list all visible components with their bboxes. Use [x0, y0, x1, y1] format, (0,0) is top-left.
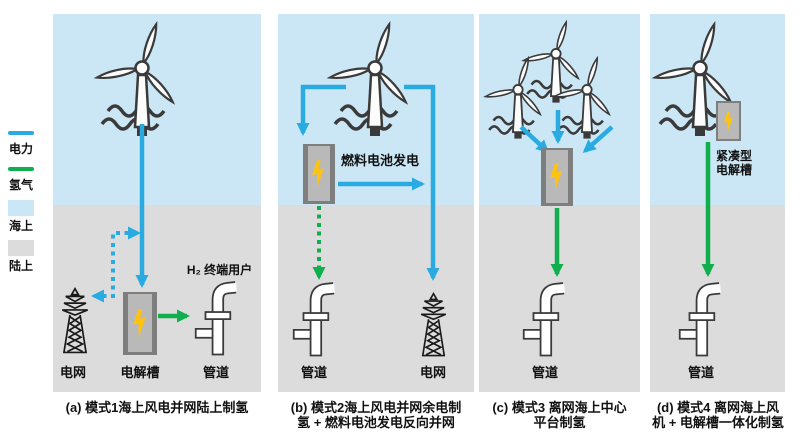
lightning-icon — [549, 163, 565, 190]
pipeline-icon-c — [514, 281, 576, 361]
legend-hydrogen-label: 氢气 — [8, 178, 33, 192]
panel-a-background — [53, 14, 261, 392]
fuel-cell-label-b: 燃料电池发电 — [341, 153, 420, 168]
grid-tower-icon-a — [61, 287, 89, 354]
lightning-icon — [131, 309, 149, 337]
electrolyzer-label-a: 电解槽 — [120, 365, 160, 380]
lightning-icon — [311, 160, 327, 187]
pipeline-label-b: 管道 — [300, 365, 327, 380]
grid-tower-icon-b — [420, 292, 447, 357]
wind-turbine-icon — [325, 16, 425, 138]
wind-turbine-icon — [92, 16, 192, 138]
grid-label-a: 电网 — [59, 365, 86, 380]
compact-electrolyzer-icon-d — [716, 101, 741, 141]
panel-d-land — [650, 205, 785, 392]
electrolyzer-icon-b — [303, 144, 335, 204]
pipeline-icon-b — [284, 281, 346, 361]
h2-end-users-label-a: H₂ 终端用户 — [186, 263, 253, 277]
caption-panel-a: (a) 模式1海上风电并网陆上制氢 — [65, 400, 249, 415]
electrolyzer-icon-a — [123, 292, 157, 355]
legend-offshore-label: 海上 — [8, 219, 33, 233]
pipeline-icon-d — [670, 281, 732, 361]
compact-electrolyzer-label-d: 紧凑型 电解槽 — [716, 149, 753, 177]
caption-panel-b: (b) 模式2海上风电并网余电制 氢 + 燃料电池发电反向并网 — [290, 400, 462, 430]
lightning-icon — [722, 110, 735, 132]
hydrogen-line-swatch — [8, 167, 34, 171]
caption-panel-c: (c) 模式3 离网海上中心 平台制氢 — [492, 400, 627, 430]
legend-power-label: 电力 — [8, 142, 33, 156]
pipeline-label-a: 管道 — [202, 365, 229, 380]
wind-turbine-icon — [551, 52, 623, 140]
grid-label-b: 电网 — [419, 365, 446, 380]
power-line-swatch — [8, 131, 34, 135]
offshore-swatch — [8, 200, 34, 216]
electrolyzer-icon-c — [541, 148, 573, 206]
onshore-swatch — [8, 240, 34, 256]
panel-a-sea — [53, 14, 261, 205]
caption-panel-d: (d) 模式4 离网海上风 机 + 电解槽一体化制氢 — [652, 400, 784, 430]
pipeline-label-d: 管道 — [687, 365, 714, 380]
panel-c-land — [479, 205, 640, 392]
pipeline-label-c: 管道 — [531, 365, 558, 380]
legend-onshore-label: 陆上 — [8, 259, 33, 273]
wind-turbine-icon — [482, 52, 554, 140]
panel-a-land — [53, 205, 261, 392]
pipeline-icon-a — [186, 280, 248, 360]
